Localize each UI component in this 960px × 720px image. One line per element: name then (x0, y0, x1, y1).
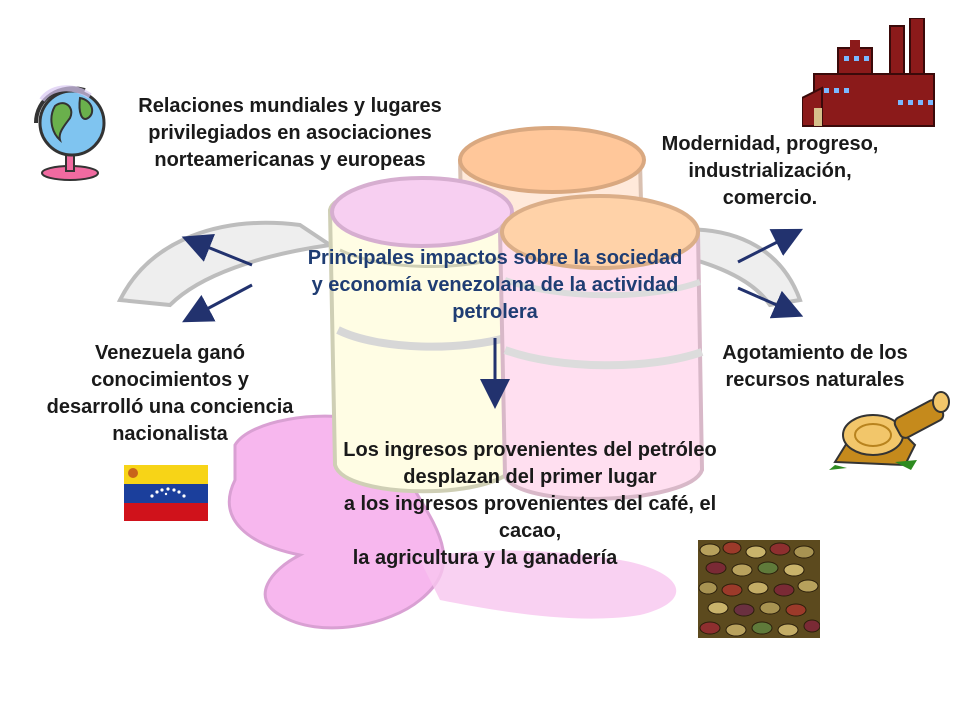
right-line-2: recursos naturales (725, 369, 905, 391)
center-title: Principales impactos sobre la sociedad y… (255, 245, 735, 326)
arrow-to-left (182, 283, 253, 323)
top-left-text: Relaciones mundiales y lugares privilegi… (95, 93, 485, 174)
top-right-text: Modernidad, progreso, industrialización,… (620, 131, 920, 212)
top-right-line-3: comercio. (722, 187, 818, 209)
bottom-line-1: Los ingresos provenientes del petróleo (343, 439, 717, 461)
top-right-line-2: industrialización, (688, 160, 852, 182)
top-left-line-2: privilegiados en asociaciones (148, 122, 432, 144)
center-title-line-3: petrolera (452, 301, 538, 323)
venezuela-flag-icon (124, 465, 208, 521)
bottom-line-5: la agricultura y la ganadería (352, 547, 618, 569)
left-line-2: conocimientos y (91, 369, 249, 391)
left-line-1: Venezuela ganó (94, 342, 246, 364)
top-left-line-3: norteamericanas y europeas (154, 149, 426, 171)
center-title-line-1: Principales impactos sobre la sociedad (307, 247, 683, 269)
bottom-line-4: cacao, (498, 520, 562, 542)
right-line-1: Agotamiento de los (722, 342, 908, 364)
cacao-beans-image (698, 540, 820, 638)
left-text: Venezuela ganó conocimientos y desarroll… (10, 340, 330, 448)
globe-icon (34, 85, 106, 181)
top-left-line-1: Relaciones mundiales y lugares (138, 95, 442, 117)
bottom-text: Los ingresos provenientes del petróleo d… (290, 437, 770, 572)
factory-icon (802, 18, 935, 127)
right-text: Agotamiento de los recursos naturales (690, 340, 940, 394)
center-title-line-2: y economía venezolana de la actividad (311, 274, 679, 296)
left-line-4: nacionalista (112, 423, 228, 445)
left-line-3: desarrolló una conciencia (46, 396, 294, 418)
log-icon (829, 391, 950, 470)
bottom-line-3: a los ingresos provenientes del café, el (343, 493, 717, 515)
bottom-line-2: desplazan del primer lugar (403, 466, 657, 488)
top-right-line-1: Modernidad, progreso, (661, 133, 879, 155)
arrow-to-right (737, 286, 804, 319)
arrow-to-top-right (737, 228, 804, 264)
arrow-to-top-left (181, 233, 253, 267)
